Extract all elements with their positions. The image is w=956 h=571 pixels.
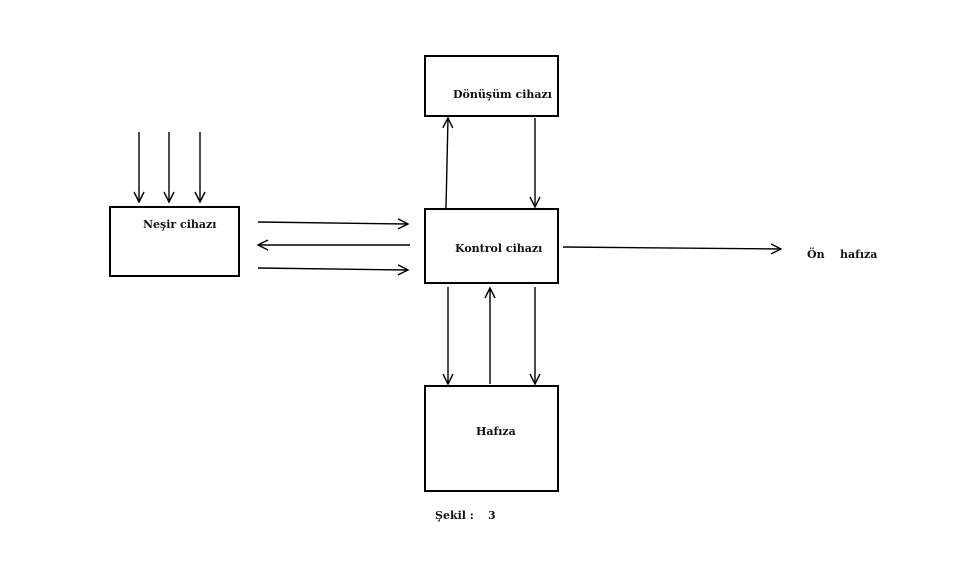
- nesir-cihazi-box: Neşir cihazı: [109, 206, 240, 277]
- on-label: Ön: [807, 247, 825, 261]
- kontrol-to-on-hafiza-arrow: [562, 243, 783, 255]
- nesir-to-kontrol-arrow-2: [257, 264, 410, 276]
- kontrol-cihazi-box: Kontrol cihazı: [424, 208, 559, 284]
- nesir-to-kontrol-arrow-1: [257, 218, 410, 230]
- figure-caption-label: Şekil :: [435, 509, 474, 522]
- hafiza-label: Hafıza: [476, 425, 516, 438]
- kontrol-to-donusum-arrow: [442, 116, 454, 209]
- hafiza-box: Hafıza: [424, 385, 559, 492]
- donusum-cihazi-box: Dönüşüm cihazı: [424, 55, 559, 117]
- nesir-cihazi-label: Neşir cihazı: [143, 218, 216, 231]
- figure-caption-number: 3: [488, 509, 496, 522]
- kontrol-cihazi-label: Kontrol cihazı: [455, 242, 542, 255]
- hafiza-output-label: hafıza: [840, 248, 877, 261]
- donusum-cihazi-label: Dönüşüm cihazı: [453, 88, 552, 101]
